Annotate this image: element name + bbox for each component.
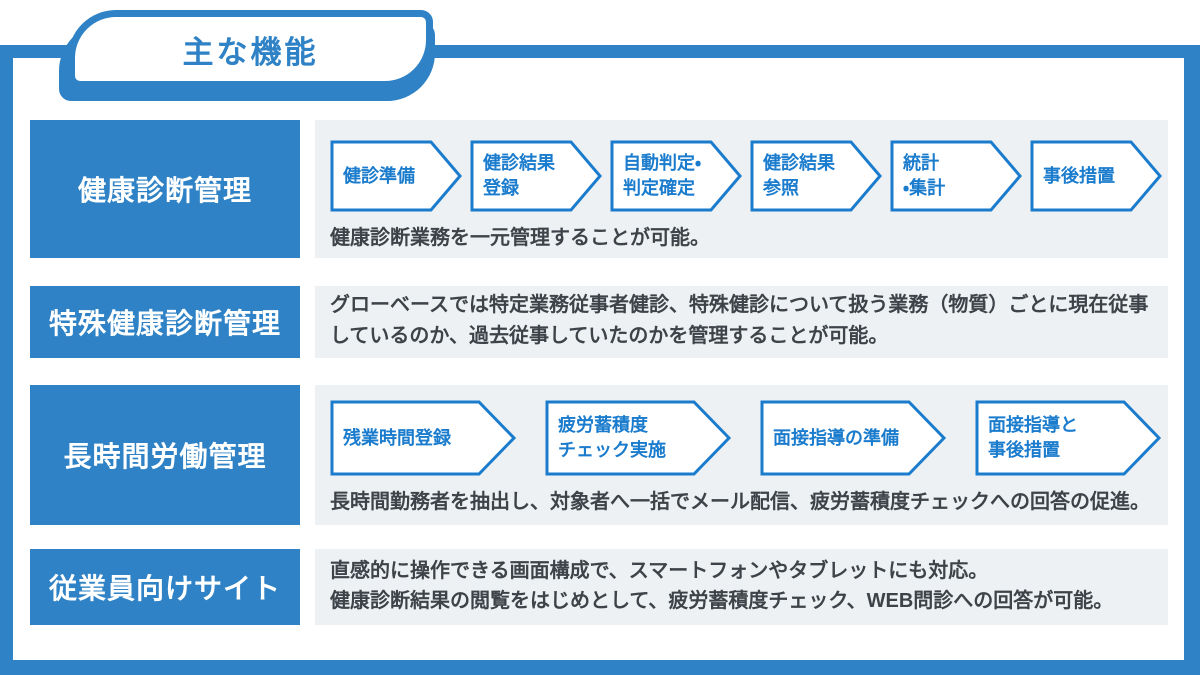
step-label: 統計 bbox=[903, 153, 939, 173]
row-label: 健康診断管理 bbox=[30, 120, 300, 258]
arrow-shape-icon bbox=[545, 400, 732, 476]
row-panel: 残業時間登録 疲労蓄積度 チェック実施 面接指導の準備 面接指導と 事後措置 bbox=[315, 385, 1168, 525]
process-step: 健診結果 参照 bbox=[750, 140, 883, 212]
description-line: 健康診断結果の閲覧をはじめとして、疲労蓄積度チェック、WEB問診への回答が可能。 bbox=[330, 590, 1114, 612]
row-caption: 健康診断業務を一元管理することが可能。 bbox=[330, 227, 710, 249]
arrow-shape-icon bbox=[760, 400, 947, 476]
arrow-shape-icon bbox=[330, 400, 517, 476]
row-label: 特殊健康診断管理 bbox=[30, 286, 300, 358]
arrow-shape-icon bbox=[890, 140, 1022, 212]
badge-face: 主な機能 bbox=[68, 10, 433, 88]
process-steps: 残業時間登録 疲労蓄積度 チェック実施 面接指導の準備 面接指導と 事後措置 bbox=[330, 400, 1168, 476]
row-label: 長時間労働管理 bbox=[30, 385, 300, 525]
step-label: 登録 bbox=[483, 178, 519, 198]
step-label: 疲労蓄積度 bbox=[558, 415, 648, 435]
process-step: 統計 ・集計 bbox=[890, 140, 1023, 212]
process-steps: 健診準備 健診結果 登録 自動判定・ 判定確定 健診結果 参照 bbox=[330, 140, 1168, 212]
arrow-shape-icon bbox=[330, 140, 462, 212]
description-line: 直感的に操作できる画面構成で、スマートフォンやタブレットにも対応。 bbox=[330, 560, 989, 582]
arrow-shape-icon bbox=[610, 140, 742, 212]
process-step: 健診結果 登録 bbox=[470, 140, 603, 212]
step-label: 自動判定・ bbox=[623, 153, 702, 173]
arrow-shape-icon bbox=[470, 140, 602, 212]
row-caption: 長時間勤務者を抽出し、対象者へ一括でメール配信、疲労蓄積度チェックへの回答の促進… bbox=[330, 491, 1150, 513]
feature-row-health-checkup: 健康診断管理 健診準備 健診結果 登録 自動判定・ 判定確定 bbox=[30, 120, 1168, 258]
process-step: 面接指導と 事後措置 bbox=[975, 400, 1162, 476]
step-label: 事後措置 bbox=[988, 440, 1060, 460]
page-title: 主な機能 bbox=[182, 34, 319, 70]
arrow-shape-icon bbox=[1030, 140, 1162, 212]
frame-left-border bbox=[0, 50, 13, 675]
arrow-shape-icon bbox=[975, 400, 1162, 476]
feature-row-employee-site: 従業員向けサイト 直感的に操作できる画面構成で、スマートフォンやタブレットにも対… bbox=[30, 549, 1168, 625]
process-step: 疲労蓄積度 チェック実施 bbox=[545, 400, 732, 476]
row-panel: 直感的に操作できる画面構成で、スマートフォンやタブレットにも対応。健康診断結果の… bbox=[315, 549, 1168, 625]
step-label: 判定確定 bbox=[623, 178, 695, 198]
row-description: グローベースでは特定業務従事者健診、特殊健診について扱う業務（物質）ごとに現在従… bbox=[330, 294, 1149, 347]
row-panel: グローベースでは特定業務従事者健診、特殊健診について扱う業務（物質）ごとに現在従… bbox=[315, 286, 1168, 358]
process-step: 残業時間登録 bbox=[330, 400, 517, 476]
frame-bottom-border bbox=[0, 660, 1200, 675]
feature-row-long-hours: 長時間労働管理 残業時間登録 疲労蓄積度 チェック実施 面接指導の準備 bbox=[30, 385, 1168, 525]
step-label: 面接指導の準備 bbox=[773, 427, 899, 448]
step-label: 健診準備 bbox=[343, 165, 415, 186]
step-label: 事後措置 bbox=[1043, 165, 1115, 186]
process-step: 事後措置 bbox=[1030, 140, 1163, 212]
step-label: 健診結果 bbox=[483, 153, 555, 173]
arrow-shape-icon bbox=[750, 140, 882, 212]
step-label: ・集計 bbox=[903, 178, 946, 198]
feature-row-special-checkup: 特殊健康診断管理 グローベースでは特定業務従事者健診、特殊健診について扱う業務（… bbox=[30, 286, 1168, 358]
row-panel: 健診準備 健診結果 登録 自動判定・ 判定確定 健診結果 参照 bbox=[315, 120, 1168, 258]
step-label: 健診結果 bbox=[763, 153, 835, 173]
process-step: 面接指導の準備 bbox=[760, 400, 947, 476]
process-step: 健診準備 bbox=[330, 140, 463, 212]
main-title-badge: 主な機能 bbox=[59, 10, 435, 101]
row-description: 直感的に操作できる画面構成で、スマートフォンやタブレットにも対応。健康診断結果の… bbox=[315, 549, 1168, 616]
step-label: 参照 bbox=[763, 178, 799, 198]
step-label: チェック実施 bbox=[558, 440, 666, 460]
frame-right-border bbox=[1184, 50, 1200, 675]
step-label: 残業時間登録 bbox=[343, 427, 451, 448]
process-step: 自動判定・ 判定確定 bbox=[610, 140, 743, 212]
row-label: 従業員向けサイト bbox=[30, 549, 300, 625]
step-label: 面接指導と bbox=[988, 415, 1078, 435]
